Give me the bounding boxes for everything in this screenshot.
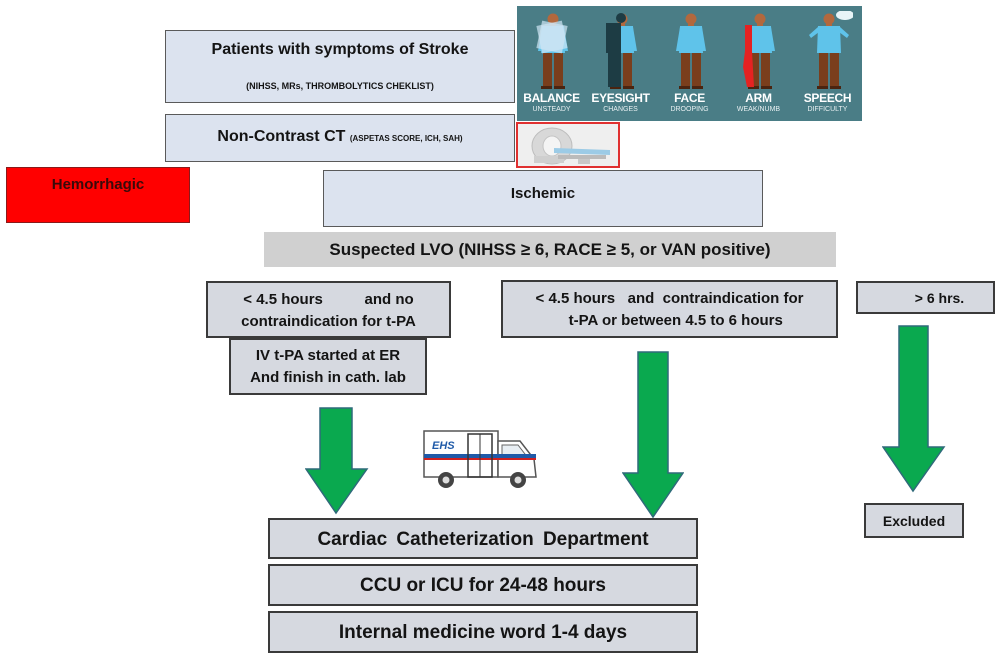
- branch-over-6-hours: > 6 hrs.: [856, 281, 995, 314]
- suspected-lvo-box: Suspected LVO (NIHSS ≥ 6, RACE ≥ 5, or V…: [264, 232, 836, 267]
- patients-symptoms-box: Patients with symptoms of Stroke (NIHSS,…: [165, 30, 515, 103]
- patients-title: Patients with symptoms of Stroke: [211, 41, 469, 58]
- symptom-label: ARM: [745, 91, 772, 105]
- person-face-icon: [676, 13, 706, 89]
- outcome-label: Internal medicine word 1-4 days: [338, 622, 628, 643]
- hemorrhagic-box: Hemorrhagic: [6, 167, 190, 223]
- symptom-label: SPEECH: [803, 91, 852, 105]
- ct-scanner-image: [516, 122, 620, 168]
- tpa-label: IV t-PA started at ER And finish in cath…: [250, 347, 406, 386]
- ccu-icu-box: CCU or ICU for 24-48 hours: [268, 564, 698, 606]
- symptom-sublabel: DROOPING: [670, 106, 709, 113]
- branch-label: < 4.5 hours and contraindication for t-P…: [535, 290, 804, 329]
- down-arrow-icon: [622, 351, 684, 519]
- ambulance-icon: EHS: [423, 430, 537, 488]
- symptom-sublabel: DIFFICULTY: [807, 106, 848, 113]
- branch-contraindication-or-4-5-to-6: < 4.5 hours and contraindication for t-P…: [501, 280, 838, 338]
- outcome-label: Cardiac Catheterization Department: [317, 529, 649, 550]
- down-arrow-icon: [882, 325, 946, 493]
- branch-under-4-5-no-contraindication: < 4.5 hours and no contraindication for …: [206, 281, 451, 338]
- ct-subtitle: (ASPETAS SCORE, ICH, SAH): [349, 134, 463, 143]
- person-balance-icon: [536, 13, 568, 89]
- ct-title: Non-Contrast CT: [217, 128, 346, 145]
- iv-tpa-box: IV t-PA started at ER And finish in cath…: [229, 338, 427, 395]
- cardiac-cath-department-box: Cardiac Catheterization Department: [268, 518, 698, 559]
- outcome-label: CCU or ICU for 24-48 hours: [360, 575, 606, 596]
- person-speech-icon: [809, 11, 853, 89]
- excluded-box: Excluded: [864, 503, 964, 538]
- ischemic-box: Ischemic: [323, 170, 763, 227]
- symptom-label: BALANCE: [523, 91, 580, 105]
- hemorrhagic-label: Hemorrhagic: [51, 176, 145, 193]
- person-eyesight-icon: [606, 13, 637, 89]
- lvo-label: Suspected LVO (NIHSS ≥ 6, RACE ≥ 5, or V…: [329, 240, 771, 259]
- symptom-label: FACE: [674, 91, 705, 105]
- ischemic-label: Ischemic: [510, 185, 576, 202]
- non-contrast-ct-box: Non-Contrast CT (ASPETAS SCORE, ICH, SAH…: [165, 114, 515, 162]
- internal-medicine-box: Internal medicine word 1-4 days: [268, 611, 698, 653]
- patients-subtitle: (NIHSS, MRs, THROMBOLYTICS CHEKLIST): [246, 81, 434, 91]
- ambulance-logo: EHS: [432, 440, 455, 452]
- down-arrow-icon: [305, 407, 369, 515]
- symptom-label: EYESIGHT: [591, 91, 650, 105]
- symptom-sublabel: CHANGES: [603, 106, 638, 113]
- symptom-sublabel: WEAK/NUMB: [736, 106, 781, 113]
- branch-label: > 6 hrs.: [914, 290, 965, 306]
- excluded-label: Excluded: [882, 513, 946, 529]
- symptom-sublabel: UNSTEADY: [532, 106, 571, 113]
- branch-label: < 4.5 hours and no contraindication for …: [241, 291, 416, 330]
- person-arm-icon: [743, 13, 775, 89]
